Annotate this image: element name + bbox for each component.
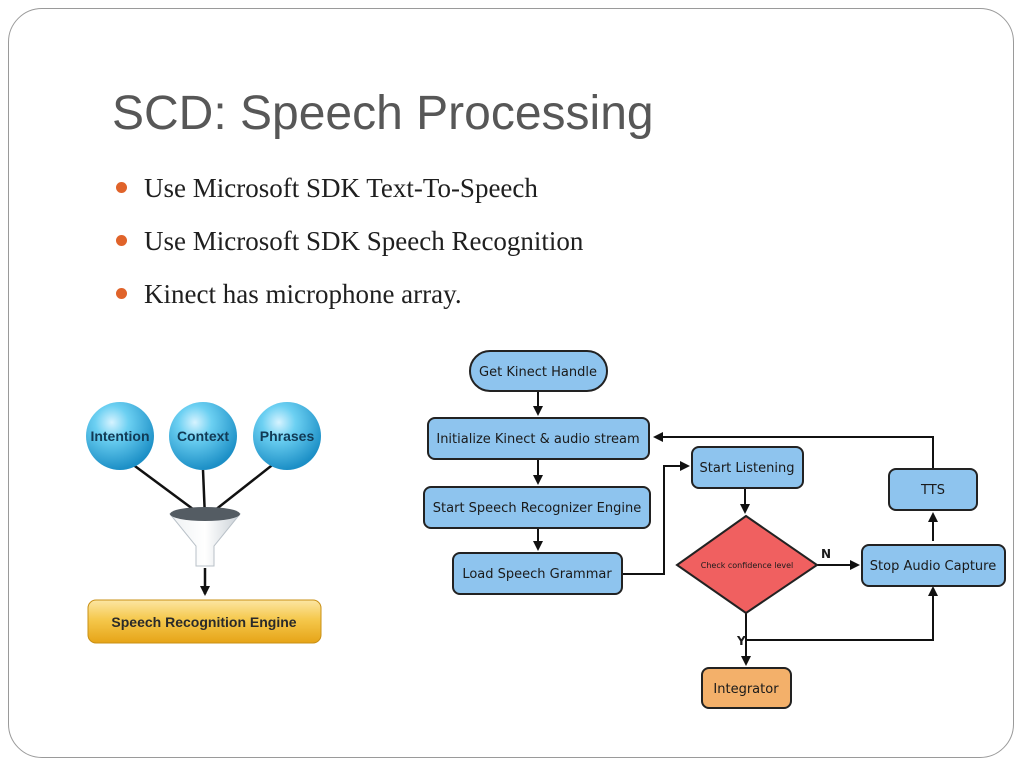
branch-label-yes: Y: [736, 634, 746, 648]
context-sphere-icon: [169, 402, 237, 470]
bullet-text: Use Microsoft SDK Text-To-Speech: [144, 173, 538, 203]
phrases-sphere-icon: [253, 402, 321, 470]
bullet-dot-icon: [116, 288, 127, 299]
node-label: TTS: [920, 483, 945, 498]
init-stream-node: [427, 417, 650, 460]
node-label: Load Speech Grammar: [462, 567, 612, 582]
context-label: Context: [177, 428, 229, 444]
node-label: Get Kinect Handle: [479, 365, 597, 380]
integrator-node: [701, 667, 792, 709]
funnel-icon: [168, 507, 242, 567]
engine-label: Speech Recognition Engine: [111, 614, 296, 630]
check-confidence-decision: [675, 514, 819, 615]
stop-audio-capture-node: [861, 544, 1006, 587]
bullet-list: Use Microsoft SDK Text-To-Speech Use Mic…: [112, 170, 583, 329]
get-kinect-handle-node: [469, 350, 608, 392]
bullet-item: Kinect has microphone array.: [112, 276, 583, 329]
bullet-dot-icon: [116, 235, 127, 246]
load-grammar-node: [452, 552, 623, 595]
bullet-text: Use Microsoft SDK Speech Recognition: [144, 226, 584, 256]
start-engine-node: [423, 486, 651, 529]
branch-label-no: N: [821, 547, 831, 561]
flow-arrow-yes-loop: [745, 586, 938, 641]
bullet-item: Use Microsoft SDK Speech Recognition: [112, 223, 583, 276]
flow-arrow: [653, 432, 934, 469]
intention-sphere-icon: [86, 402, 154, 470]
node-label: Integrator: [713, 682, 779, 697]
slide-title: SCD: Speech Processing: [112, 87, 654, 140]
bullet-item: Use Microsoft SDK Text-To-Speech: [112, 170, 583, 223]
flowchart: Get Kinect Handle Initialize Kinect & au…: [423, 350, 1006, 709]
bullet-dot-icon: [116, 182, 127, 193]
node-label: Initialize Kinect & audio stream: [436, 432, 639, 447]
node-label: Stop Audio Capture: [870, 559, 996, 574]
intention-label: Intention: [90, 428, 149, 444]
flow-arrow: [622, 461, 690, 575]
speech-recognition-engine-bar: [87, 599, 322, 644]
start-listening-node: [691, 446, 804, 489]
node-label: Start Speech Recognizer Engine: [433, 501, 641, 516]
tts-node: [888, 468, 978, 511]
bullet-text: Kinect has microphone array.: [144, 279, 462, 309]
decision-label: Check confidence level: [701, 561, 794, 570]
phrases-label: Phrases: [260, 428, 315, 444]
node-label: Start Listening: [700, 461, 795, 476]
funnel-diagram: Intention Context Phrases Speech Recogni…: [86, 402, 322, 644]
